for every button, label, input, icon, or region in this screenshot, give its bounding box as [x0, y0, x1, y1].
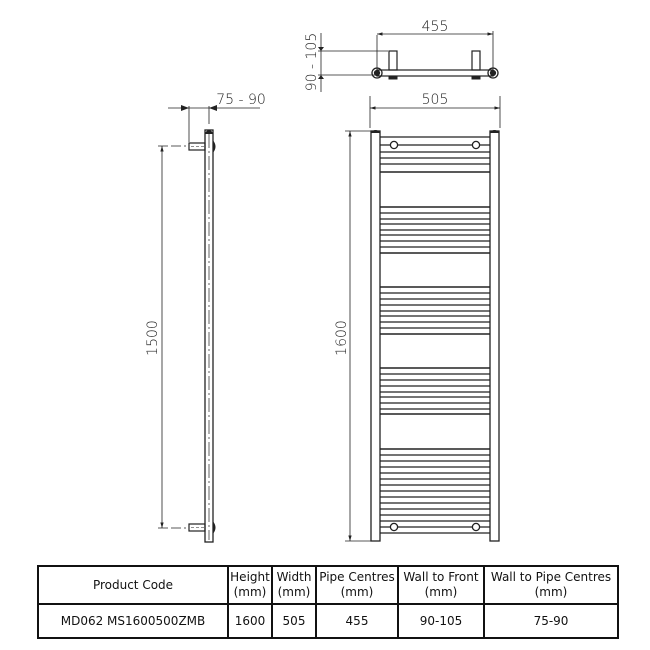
bar-group-2 — [380, 206, 490, 254]
table-header-row: Product Code Height(mm) Width(mm) Pipe C… — [37, 565, 619, 605]
cell-pipe-centres: 455 — [315, 603, 399, 639]
header-pipe-centres: Pipe Centres(mm) — [315, 565, 399, 605]
header-label: Width — [276, 570, 312, 584]
header-unit: (mm) — [424, 585, 458, 599]
front-view — [345, 130, 500, 542]
height-dimension-label: 1600 — [334, 320, 350, 356]
cell-wall-to-pipe-centres: 75-90 — [483, 603, 619, 639]
cell-height: 1600 — [227, 603, 273, 639]
header-unit: (mm) — [534, 585, 568, 599]
top-view — [318, 31, 501, 128]
header-label: Height — [230, 570, 270, 584]
header-unit: (mm) — [340, 585, 374, 599]
header-unit: (mm) — [277, 585, 311, 599]
header-wall-to-front: Wall to Front(mm) — [397, 565, 485, 605]
header-unit: (mm) — [233, 585, 267, 599]
specification-table: Product Code Height(mm) Width(mm) Pipe C… — [37, 565, 619, 639]
header-width: Width(mm) — [271, 565, 317, 605]
header-height: Height(mm) — [227, 565, 273, 605]
header-wall-to-pipe-centres: Wall to Pipe Centres(mm) — [483, 565, 619, 605]
header-label: Product Code — [92, 577, 174, 592]
header-label: Wall to Pipe Centres — [490, 570, 612, 584]
header-label: Pipe Centres — [319, 570, 395, 584]
bar-group-5 — [380, 448, 490, 534]
header-product-code: Product Code — [37, 565, 229, 605]
bar-group-1 — [380, 136, 490, 173]
wall-to-front-dimension-label: 90 - 105 — [304, 33, 320, 92]
side-view — [158, 105, 260, 543]
cell-wall-to-front: 90-105 — [397, 603, 485, 639]
technical-drawing: 455 90 - 105 505 75 - 90 1500 — [145, 19, 501, 543]
bar-group-3 — [380, 286, 490, 335]
width-dimension-label: 505 — [422, 92, 449, 108]
wall-to-pipe-dimension-label: 75 - 90 — [216, 92, 266, 108]
header-label: Wall to Front — [403, 570, 479, 584]
cell-product-code: MD062 MS1600500ZMB — [37, 603, 229, 639]
pipe-height-dimension-label: 1500 — [145, 320, 161, 356]
table-row: MD062 MS1600500ZMB 1600 505 455 90-105 7… — [37, 603, 619, 639]
pipe-centres-dimension-label: 455 — [422, 19, 449, 35]
bar-group-4 — [380, 367, 490, 415]
cell-width: 505 — [271, 603, 317, 639]
